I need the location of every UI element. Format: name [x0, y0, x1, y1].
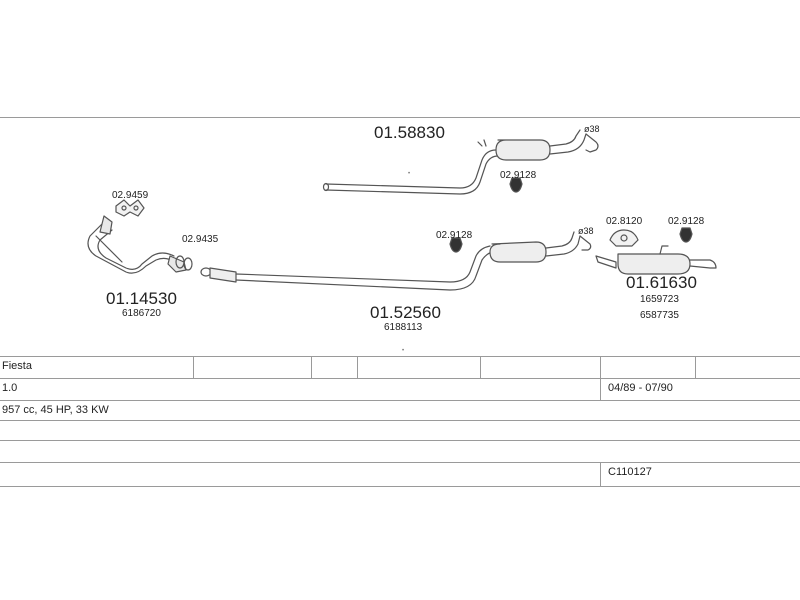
part-rear-muffler-oe2: 6587735 [640, 310, 679, 321]
table-line [0, 420, 800, 421]
part-rear-mount-a: 02.8120 [606, 216, 643, 227]
part-clamp: 02.9435 [182, 234, 219, 245]
part-middle-pipe: 01.52560 [370, 303, 441, 322]
table-col-divider [600, 462, 601, 486]
downpipe-gasket [115, 199, 145, 217]
part-middle-pipe-oe: 6188113 [384, 322, 423, 333]
table-line [0, 440, 800, 441]
middle-muffler-assembly [489, 231, 592, 263]
vehicle-spec: 957 cc, 45 HP, 33 KW [2, 404, 109, 416]
downpipe-assembly [87, 215, 187, 274]
rear-mount-b [679, 227, 693, 243]
middle-mount [449, 237, 463, 253]
vehicle-model: Fiesta [2, 360, 32, 372]
part-downpipe-oe: 6186720 [122, 308, 161, 319]
front-muffler-assembly [322, 129, 599, 195]
table-line [0, 486, 800, 487]
part-middle-pipe-size: ø38 [578, 226, 594, 236]
part-downpipe-gasket: 02.9459 [112, 190, 149, 201]
part-rear-pipe-size: ø38 [584, 124, 600, 134]
part-rear-mount-b: 02.9128 [668, 216, 705, 227]
table-col-divider [600, 356, 601, 378]
table-line [0, 400, 800, 401]
table-col-divider [600, 378, 601, 400]
part-rear-muffler-oe1: 1659723 [640, 294, 679, 305]
part-rear-muffler: 01.61630 [626, 273, 697, 292]
clamp [175, 255, 193, 271]
svg-text:•: • [408, 171, 410, 177]
table-col-divider [311, 356, 312, 378]
table-col-divider [357, 356, 358, 378]
vehicle-years: 04/89 - 07/90 [608, 382, 673, 394]
vehicle-engine: 1.0 [2, 382, 18, 394]
table-col-divider [480, 356, 481, 378]
table-col-divider [193, 356, 194, 378]
part-front-muffler-mount: 02.9128 [500, 170, 537, 181]
rear-mount-a [609, 229, 639, 247]
vehicle-code: C110127 [608, 466, 652, 478]
middle-pipe-assembly [200, 245, 493, 291]
table-line [0, 356, 800, 357]
table-line [0, 378, 800, 379]
rear-muffler-assembly [595, 245, 717, 275]
part-middle-mount: 02.9128 [436, 230, 473, 241]
front-muffler-mount [509, 177, 523, 193]
part-downpipe: 01.14530 [106, 289, 177, 308]
svg-text:•: • [402, 348, 404, 354]
table-line [0, 462, 800, 463]
diagram-top-border [0, 117, 800, 118]
table-col-divider [695, 356, 696, 378]
part-front-muffler: 01.58830 [374, 123, 445, 142]
